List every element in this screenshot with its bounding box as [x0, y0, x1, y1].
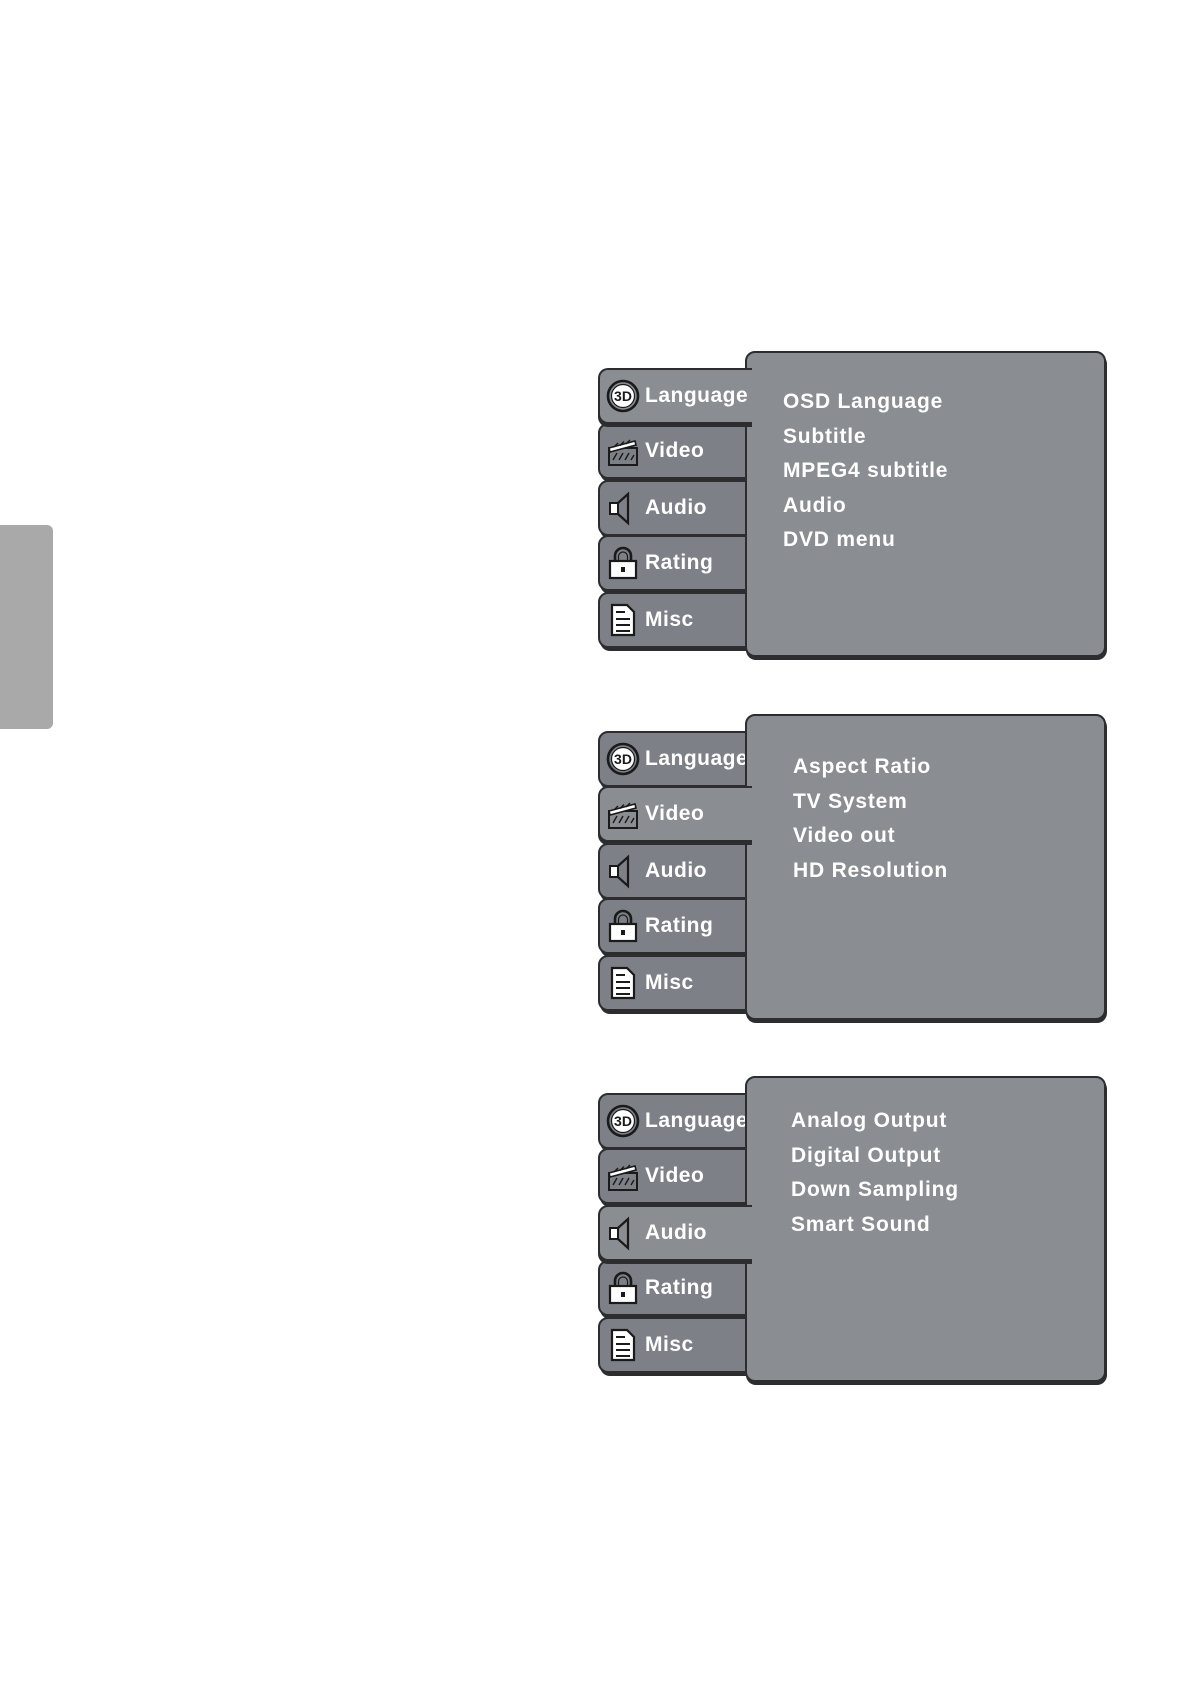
- tab-misc[interactable]: Misc: [598, 1317, 747, 1373]
- menu-item-dvd-menu[interactable]: DVD menu: [783, 523, 948, 558]
- tab-language[interactable]: 3D Language: [598, 731, 747, 787]
- globe-3d-icon: 3D: [605, 1103, 641, 1139]
- menu-panel: Analog Output Digital Output Down Sampli…: [745, 1076, 1106, 1382]
- tab-label: Language: [645, 1109, 748, 1133]
- document-icon: [605, 602, 641, 638]
- lock-icon: [605, 545, 641, 581]
- tab-audio[interactable]: Audio: [598, 480, 747, 536]
- tab-label: Video: [645, 802, 704, 826]
- tab-rating[interactable]: Rating: [598, 1260, 747, 1316]
- setup-menu-audio: 3D Language Video Audio: [598, 1076, 1106, 1386]
- tab-label: Audio: [645, 496, 707, 520]
- menu-item-down-sampling[interactable]: Down Sampling: [791, 1173, 959, 1208]
- menu-item-aspect-ratio[interactable]: Aspect Ratio: [793, 750, 948, 785]
- setup-menu-video: 3D Language Video Audio: [598, 714, 1106, 1024]
- svg-text:3D: 3D: [614, 388, 632, 404]
- tab-language[interactable]: 3D Language: [598, 368, 752, 424]
- side-page-tab: [0, 525, 53, 729]
- menu-item-digital-output[interactable]: Digital Output: [791, 1139, 959, 1174]
- tab-video[interactable]: Video: [598, 423, 747, 479]
- tab-label: Rating: [645, 551, 713, 575]
- tab-label: Audio: [645, 1221, 707, 1245]
- lock-icon: [605, 908, 641, 944]
- menu-panel: Aspect Ratio TV System Video out HD Reso…: [745, 714, 1106, 1020]
- menu-tabs: 3D Language Video Audio: [598, 351, 750, 661]
- setup-menu-language: 3D Language Video Audio: [598, 351, 1106, 661]
- tab-label: Video: [645, 1164, 704, 1188]
- tab-rating[interactable]: Rating: [598, 535, 747, 591]
- menu-item-hd-resolution[interactable]: HD Resolution: [793, 854, 948, 889]
- tab-label: Misc: [645, 971, 694, 995]
- menu-item-tv-system[interactable]: TV System: [793, 785, 948, 820]
- tab-language[interactable]: 3D Language: [598, 1093, 747, 1149]
- clapperboard-icon: [605, 433, 641, 469]
- tab-label: Language: [645, 747, 748, 771]
- clapperboard-icon: [605, 796, 641, 832]
- menu-panel: OSD Language Subtitle MPEG4 subtitle Aud…: [745, 351, 1106, 657]
- lock-icon: [605, 1270, 641, 1306]
- tab-video[interactable]: Video: [598, 786, 752, 842]
- menu-items: Aspect Ratio TV System Video out HD Reso…: [793, 750, 948, 888]
- tab-label: Rating: [645, 1276, 713, 1300]
- speaker-icon: [605, 853, 641, 889]
- tab-label: Language: [645, 384, 748, 408]
- document-icon: [605, 1327, 641, 1363]
- menu-item-analog-output[interactable]: Analog Output: [791, 1104, 959, 1139]
- tab-label: Audio: [645, 859, 707, 883]
- tab-label: Video: [645, 439, 704, 463]
- clapperboard-icon: [605, 1158, 641, 1194]
- tab-audio[interactable]: Audio: [598, 843, 747, 899]
- menu-item-audio[interactable]: Audio: [783, 489, 948, 524]
- tab-label: Misc: [645, 608, 694, 632]
- menu-tabs: 3D Language Video Audio: [598, 1076, 750, 1386]
- menu-item-mpeg4-subtitle[interactable]: MPEG4 subtitle: [783, 454, 948, 489]
- menu-tabs: 3D Language Video Audio: [598, 714, 750, 1024]
- menu-item-video-out[interactable]: Video out: [793, 819, 948, 854]
- document-icon: [605, 965, 641, 1001]
- tab-video[interactable]: Video: [598, 1148, 747, 1204]
- tab-misc[interactable]: Misc: [598, 592, 747, 648]
- svg-text:3D: 3D: [614, 1113, 632, 1129]
- speaker-icon: [605, 1215, 641, 1251]
- tab-audio[interactable]: Audio: [598, 1205, 752, 1261]
- menu-item-smart-sound[interactable]: Smart Sound: [791, 1208, 959, 1243]
- tab-label: Rating: [645, 914, 713, 938]
- tab-misc[interactable]: Misc: [598, 955, 747, 1011]
- menu-item-subtitle[interactable]: Subtitle: [783, 420, 948, 455]
- tab-rating[interactable]: Rating: [598, 898, 747, 954]
- menu-item-osd-language[interactable]: OSD Language: [783, 385, 948, 420]
- tab-label: Misc: [645, 1333, 694, 1357]
- menu-items: Analog Output Digital Output Down Sampli…: [791, 1104, 959, 1242]
- menu-items: OSD Language Subtitle MPEG4 subtitle Aud…: [783, 385, 948, 558]
- speaker-icon: [605, 490, 641, 526]
- svg-text:3D: 3D: [614, 751, 632, 767]
- globe-3d-icon: 3D: [605, 378, 641, 414]
- globe-3d-icon: 3D: [605, 741, 641, 777]
